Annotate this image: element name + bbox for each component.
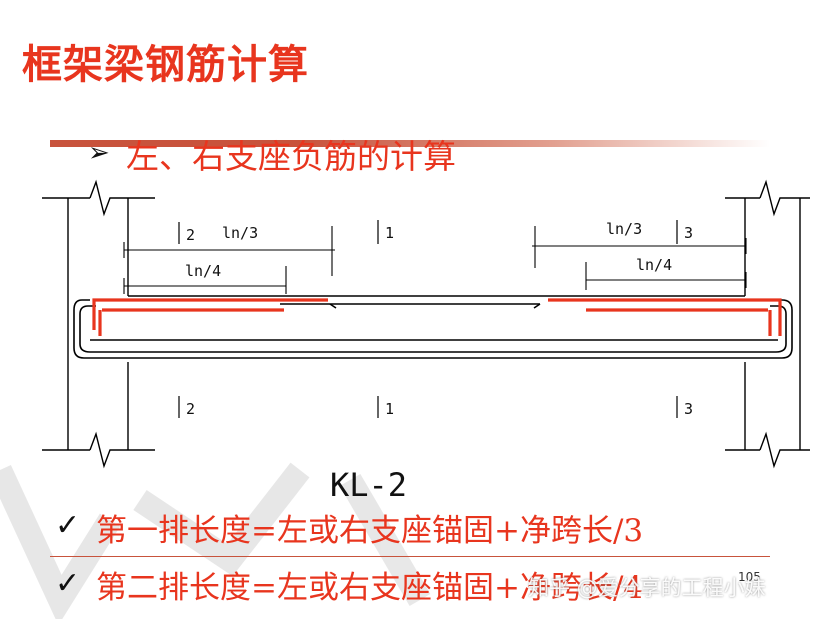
- bullet-arrow-icon: ➢: [88, 138, 110, 168]
- dim-left-short: ln/4: [185, 262, 221, 280]
- left-column: [42, 179, 155, 469]
- section-ticks: [178, 220, 678, 418]
- formula-first-row: 第一排长度=左或右支座锚固+净跨长/3: [96, 513, 644, 549]
- right-column: [725, 179, 810, 469]
- section-mark-3-top: 3: [684, 224, 693, 242]
- watermark: 知乎 @爱分享的工程小妹: [528, 576, 766, 600]
- slide-title: 框架梁钢筋计算: [22, 42, 309, 88]
- formula-second-row: 第二排长度=左或右支座锚固+净跨长/4: [96, 570, 644, 606]
- subheading: 左、右支座负筋的计算: [126, 137, 456, 176]
- negative-rebar: [92, 298, 782, 336]
- title-stripe: [50, 140, 770, 147]
- dim-right-long: ln/3: [606, 220, 642, 238]
- section-mark-2-bottom: 2: [186, 400, 195, 418]
- beam-body: [73, 295, 793, 359]
- page-number: 105: [738, 570, 761, 584]
- beam-name: KL-2: [330, 466, 407, 504]
- formula-divider: [50, 556, 770, 557]
- check-icon: ✓: [55, 566, 81, 601]
- section-mark-1-top: 1: [385, 224, 394, 242]
- dimension-lines: [123, 226, 747, 294]
- background-logo-icon: [0, 462, 431, 619]
- check-icon: ✓: [55, 508, 81, 543]
- dim-right-short: ln/4: [636, 256, 672, 274]
- section-mark-3-bottom: 3: [684, 400, 693, 418]
- section-mark-2-top: 2: [186, 226, 195, 244]
- section-mark-1-bottom: 1: [385, 400, 394, 418]
- dim-left-long: ln/3: [222, 224, 258, 242]
